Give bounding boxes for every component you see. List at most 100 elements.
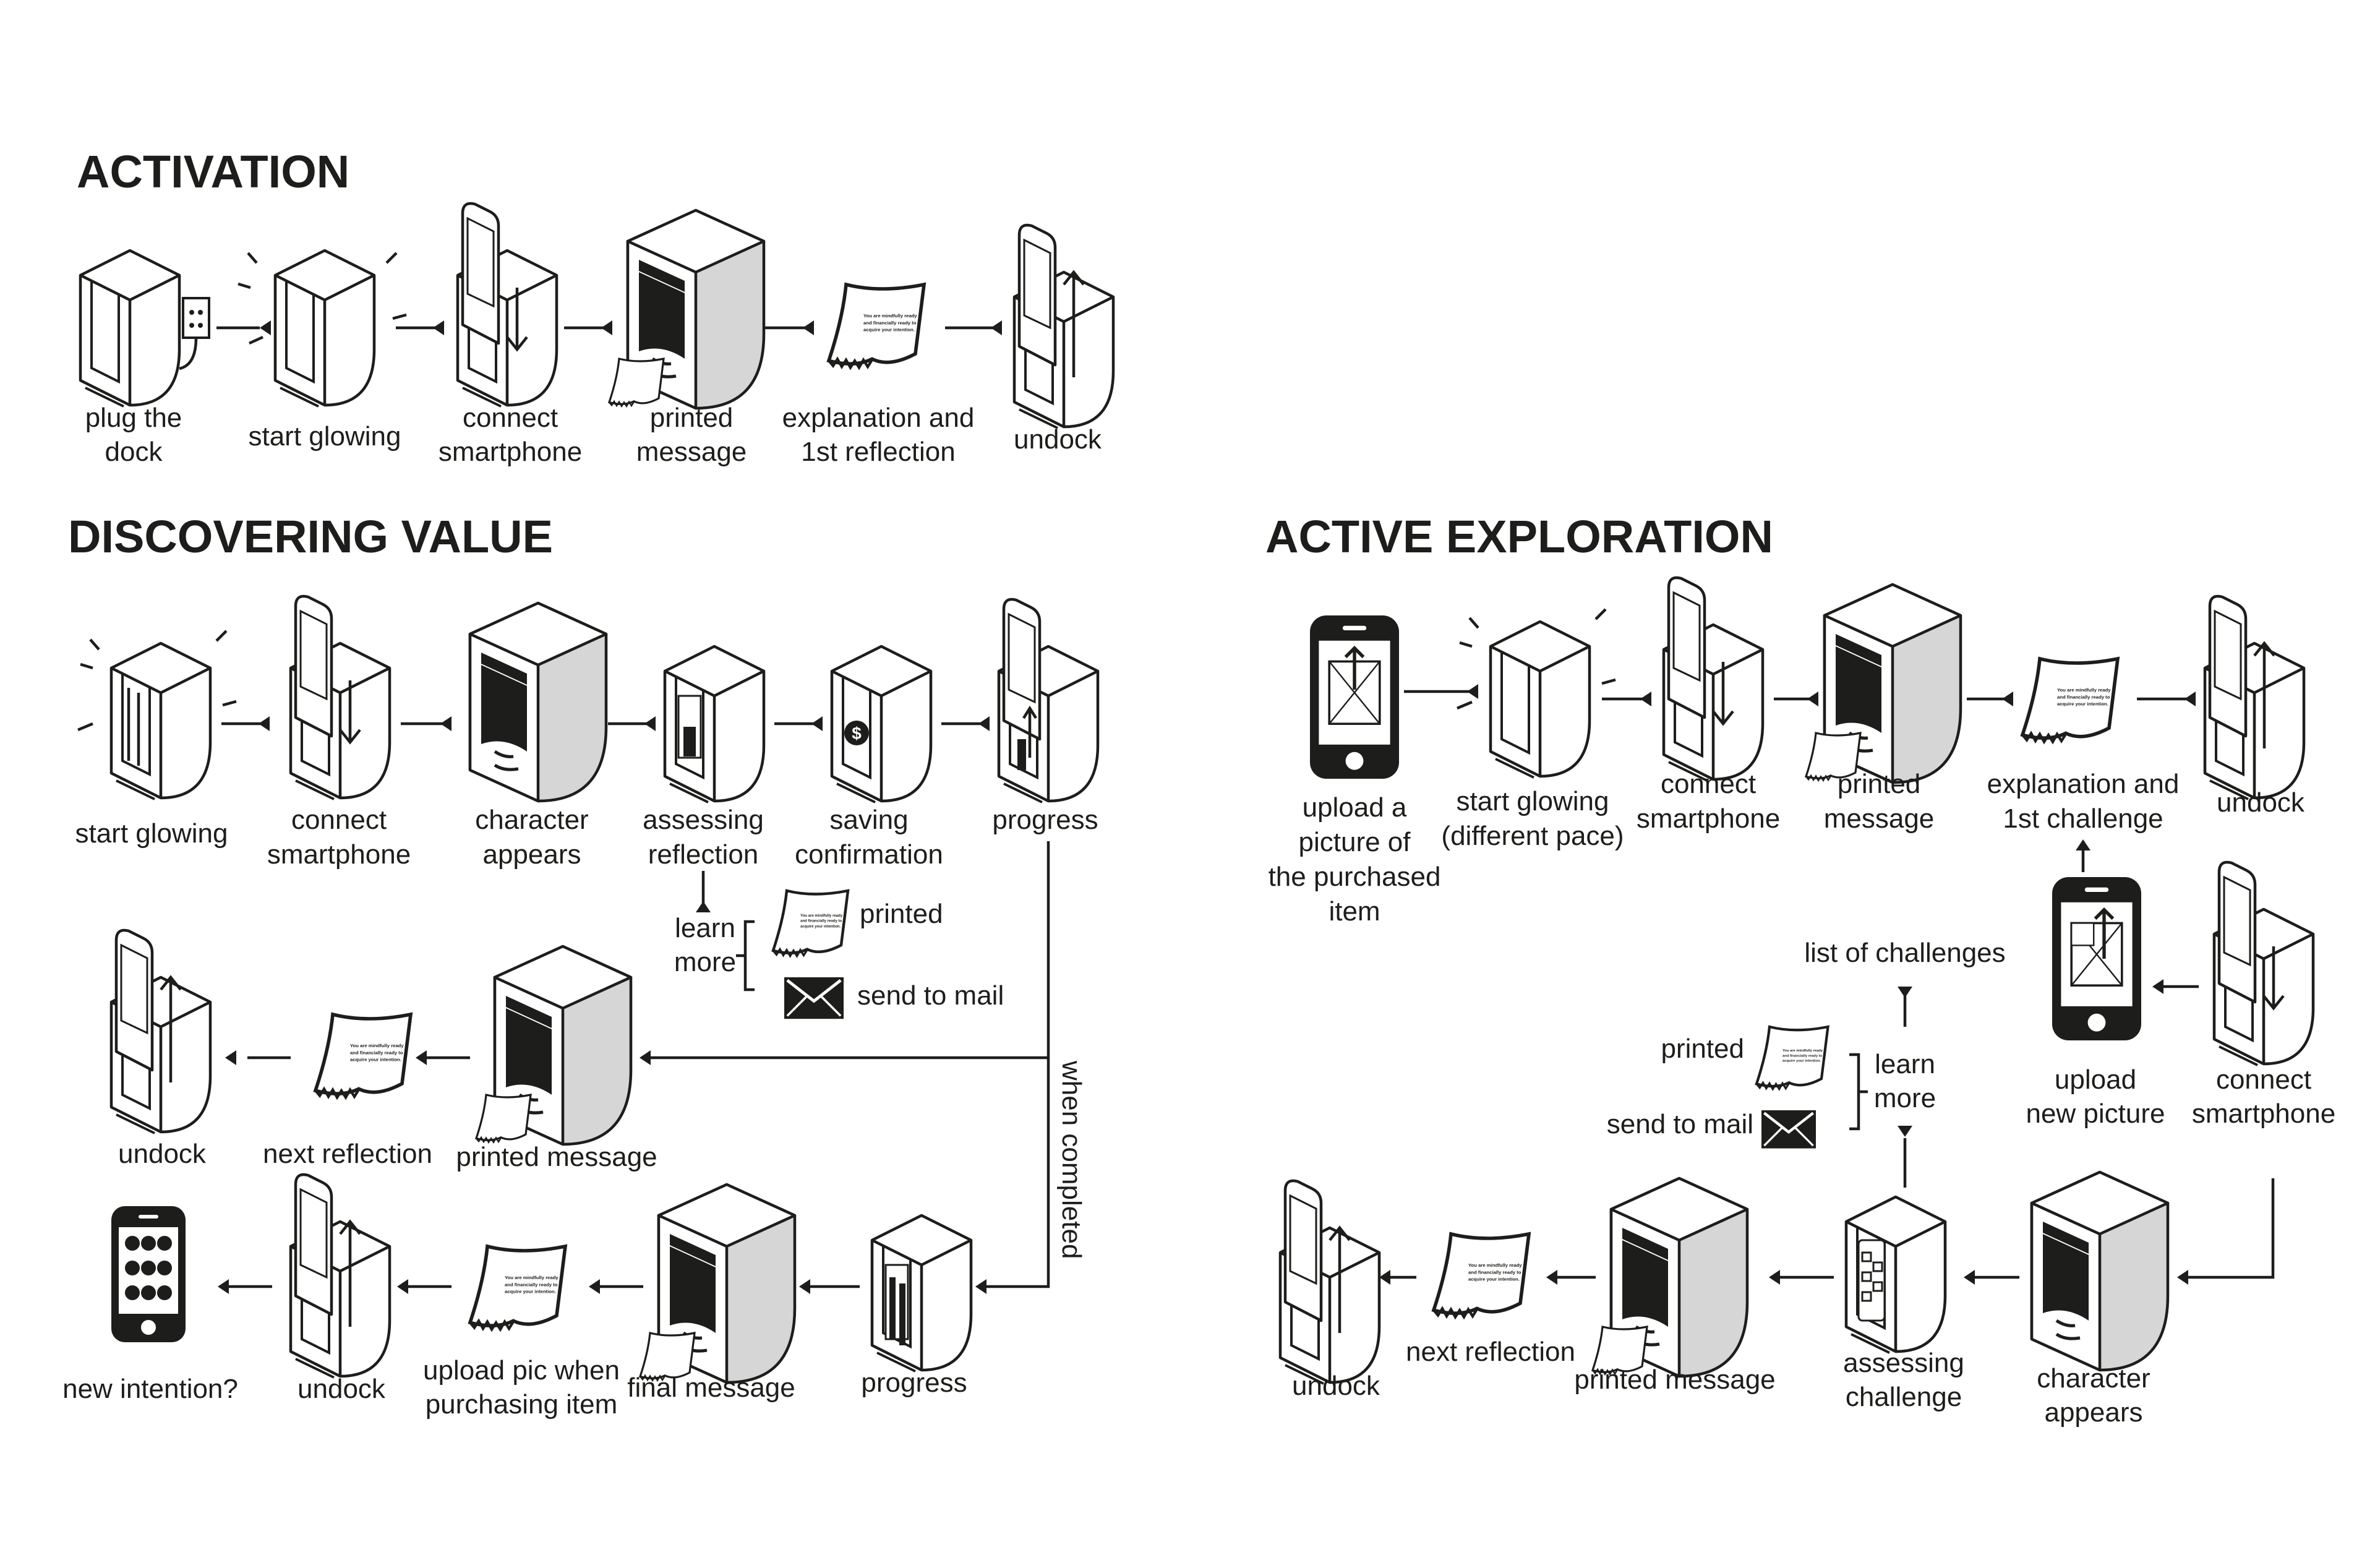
smartphone-icon [1310,615,1399,779]
step-label: 1st reflection [801,437,955,467]
svg-text:You are mindfully ready: You are mindfully ready [1782,1049,1823,1053]
step-label: message [1824,803,1935,834]
section-title-activation: ACTIVATION [77,146,349,197]
learn-more-label: more [674,947,736,977]
glowing-dock-icon [238,251,407,406]
printer-dock-icon [1805,585,1961,782]
undock-icon [111,930,210,1133]
step-label: character [2037,1363,2150,1394]
smartphone-icon [111,1206,186,1342]
step-label: undock [1292,1371,1380,1401]
envelope-icon [1761,1110,1816,1149]
svg-text:acquire your intention.: acquire your intention. [1468,1277,1520,1282]
printed-option: printed [1661,1034,1744,1064]
step-label: new intention? [62,1374,238,1404]
printer-dock-icon [608,210,764,408]
svg-text:and financially ready to: and financially ready to [800,920,842,923]
svg-text:You are mindfully ready: You are mindfully ready [800,914,843,918]
step-label: the purchased [1269,862,1441,892]
svg-text:You are mindfully ready: You are mindfully ready [1468,1262,1522,1268]
dock-icon [80,251,179,406]
svg-text:acquire your intention.: acquire your intention. [505,1289,556,1295]
step-label: next reflection [263,1139,432,1169]
glowing-dock-icon [77,630,237,799]
when-completed-label: when completed [1056,1060,1087,1259]
exploration-row-1-connectors [1404,684,2196,872]
svg-text:You are mindfully ready: You are mindfully ready [2057,687,2111,693]
step-label: 1st challenge [2003,803,2163,834]
step-label: progress [861,1368,967,1398]
printed-paper-icon: You are mindfully ready and financially … [2022,659,2118,742]
saving-dock-icon: $ [832,646,931,802]
discovering-row-1: $ start glowing connect smartphone chara… [75,596,1098,1288]
step-label: printed [650,403,734,433]
step-label: message [636,437,747,467]
progress-dock-icon [999,599,1098,802]
exploration-row-2: upload new picture connect smartphone [2026,862,2335,1129]
discovering-row-3: You are mindfully ready and financially … [62,1175,986,1420]
assessing-dock-icon [1846,1197,1945,1353]
send-to-mail-option: send to mail [857,980,1004,1011]
printer-dock-icon [2032,1172,2168,1370]
power-outlet-icon [179,297,210,371]
step-label: smartphone [439,437,582,467]
dock-with-smartphone-icon [291,596,390,799]
learn-more-label: learn [675,913,735,943]
step-label: printed [1838,769,1921,799]
step-label: upload pic when [423,1355,620,1386]
exploration-row-1: You are mindfully ready and financially … [1269,578,2305,927]
svg-text:$: $ [852,724,862,743]
step-label: printed message [1574,1365,1775,1395]
step-label: appears [2044,1397,2142,1428]
step-label: picture of [1299,827,1411,857]
undock-icon [291,1175,390,1377]
step-label: next reflection [1406,1337,1575,1367]
svg-text:You are mindfully ready: You are mindfully ready [863,313,917,319]
svg-text:acquire your intention.: acquire your intention. [2057,701,2108,707]
svg-text:acquire your intention.: acquire your intention. [1782,1060,1821,1063]
step-label: connect [291,805,387,835]
smartphone-icon [2052,877,2141,1040]
dock-with-smartphone-icon [2214,862,2313,1065]
printed-paper-icon: You are mindfully ready and financially … [1434,1234,1529,1317]
svg-text:and financially ready to: and financially ready to [505,1282,558,1287]
assessing-dock-icon [665,646,764,802]
step-label: connect [463,403,558,433]
svg-text:and financially ready to: and financially ready to [1468,1269,1521,1275]
step-label: assessing [1843,1348,1964,1378]
dock-with-smartphone-icon [458,203,557,406]
step-label: explanation and [1987,769,2180,799]
step-label: reflection [648,839,759,870]
discovering-row-2: You are mindfully ready and financially … [111,930,657,1172]
section-title-exploration: ACTIVE EXPLORATION [1265,511,1773,562]
step-label: smartphone [2192,1099,2335,1129]
svg-text:and financially ready to: and financially ready to [863,320,917,325]
activation-row: You are mindfully ready and financially … [80,203,1113,467]
step-label: start glowing [75,818,228,849]
step-label: undock [1014,424,1102,455]
progress-dock-icon [872,1215,971,1371]
svg-text:You are mindfully ready: You are mindfully ready [350,1043,404,1048]
step-label: final message [627,1373,795,1403]
send-to-mail-option: send to mail [1607,1109,1753,1139]
step-label: new picture [2026,1099,2165,1129]
undock-icon [2205,596,2304,799]
glowing-dock-icon [1457,608,1616,778]
dock-with-smartphone-icon [1664,578,1763,781]
learn-more-label: more [1874,1083,1936,1113]
step-label: smartphone [1637,803,1780,834]
exploration-row-3: You are mindfully ready and financially … [1280,1172,2275,1428]
step-label: connect [2216,1065,2311,1095]
step-label: purchasing item [426,1389,618,1420]
learn-more-label: learn [1875,1049,1935,1079]
step-label: smartphone [267,839,411,870]
printed-option: printed [860,899,943,929]
step-label: start glowing [1456,786,1609,816]
svg-text:acquire your intention.: acquire your intention. [863,327,915,333]
step-label: upload a [1303,792,1407,823]
step-label: connect [1661,769,1756,799]
activation-connectors [216,320,1002,335]
step-label: start glowing [248,421,401,452]
svg-text:and financially ready to: and financially ready to [350,1050,403,1055]
step-label: undock [118,1139,207,1169]
